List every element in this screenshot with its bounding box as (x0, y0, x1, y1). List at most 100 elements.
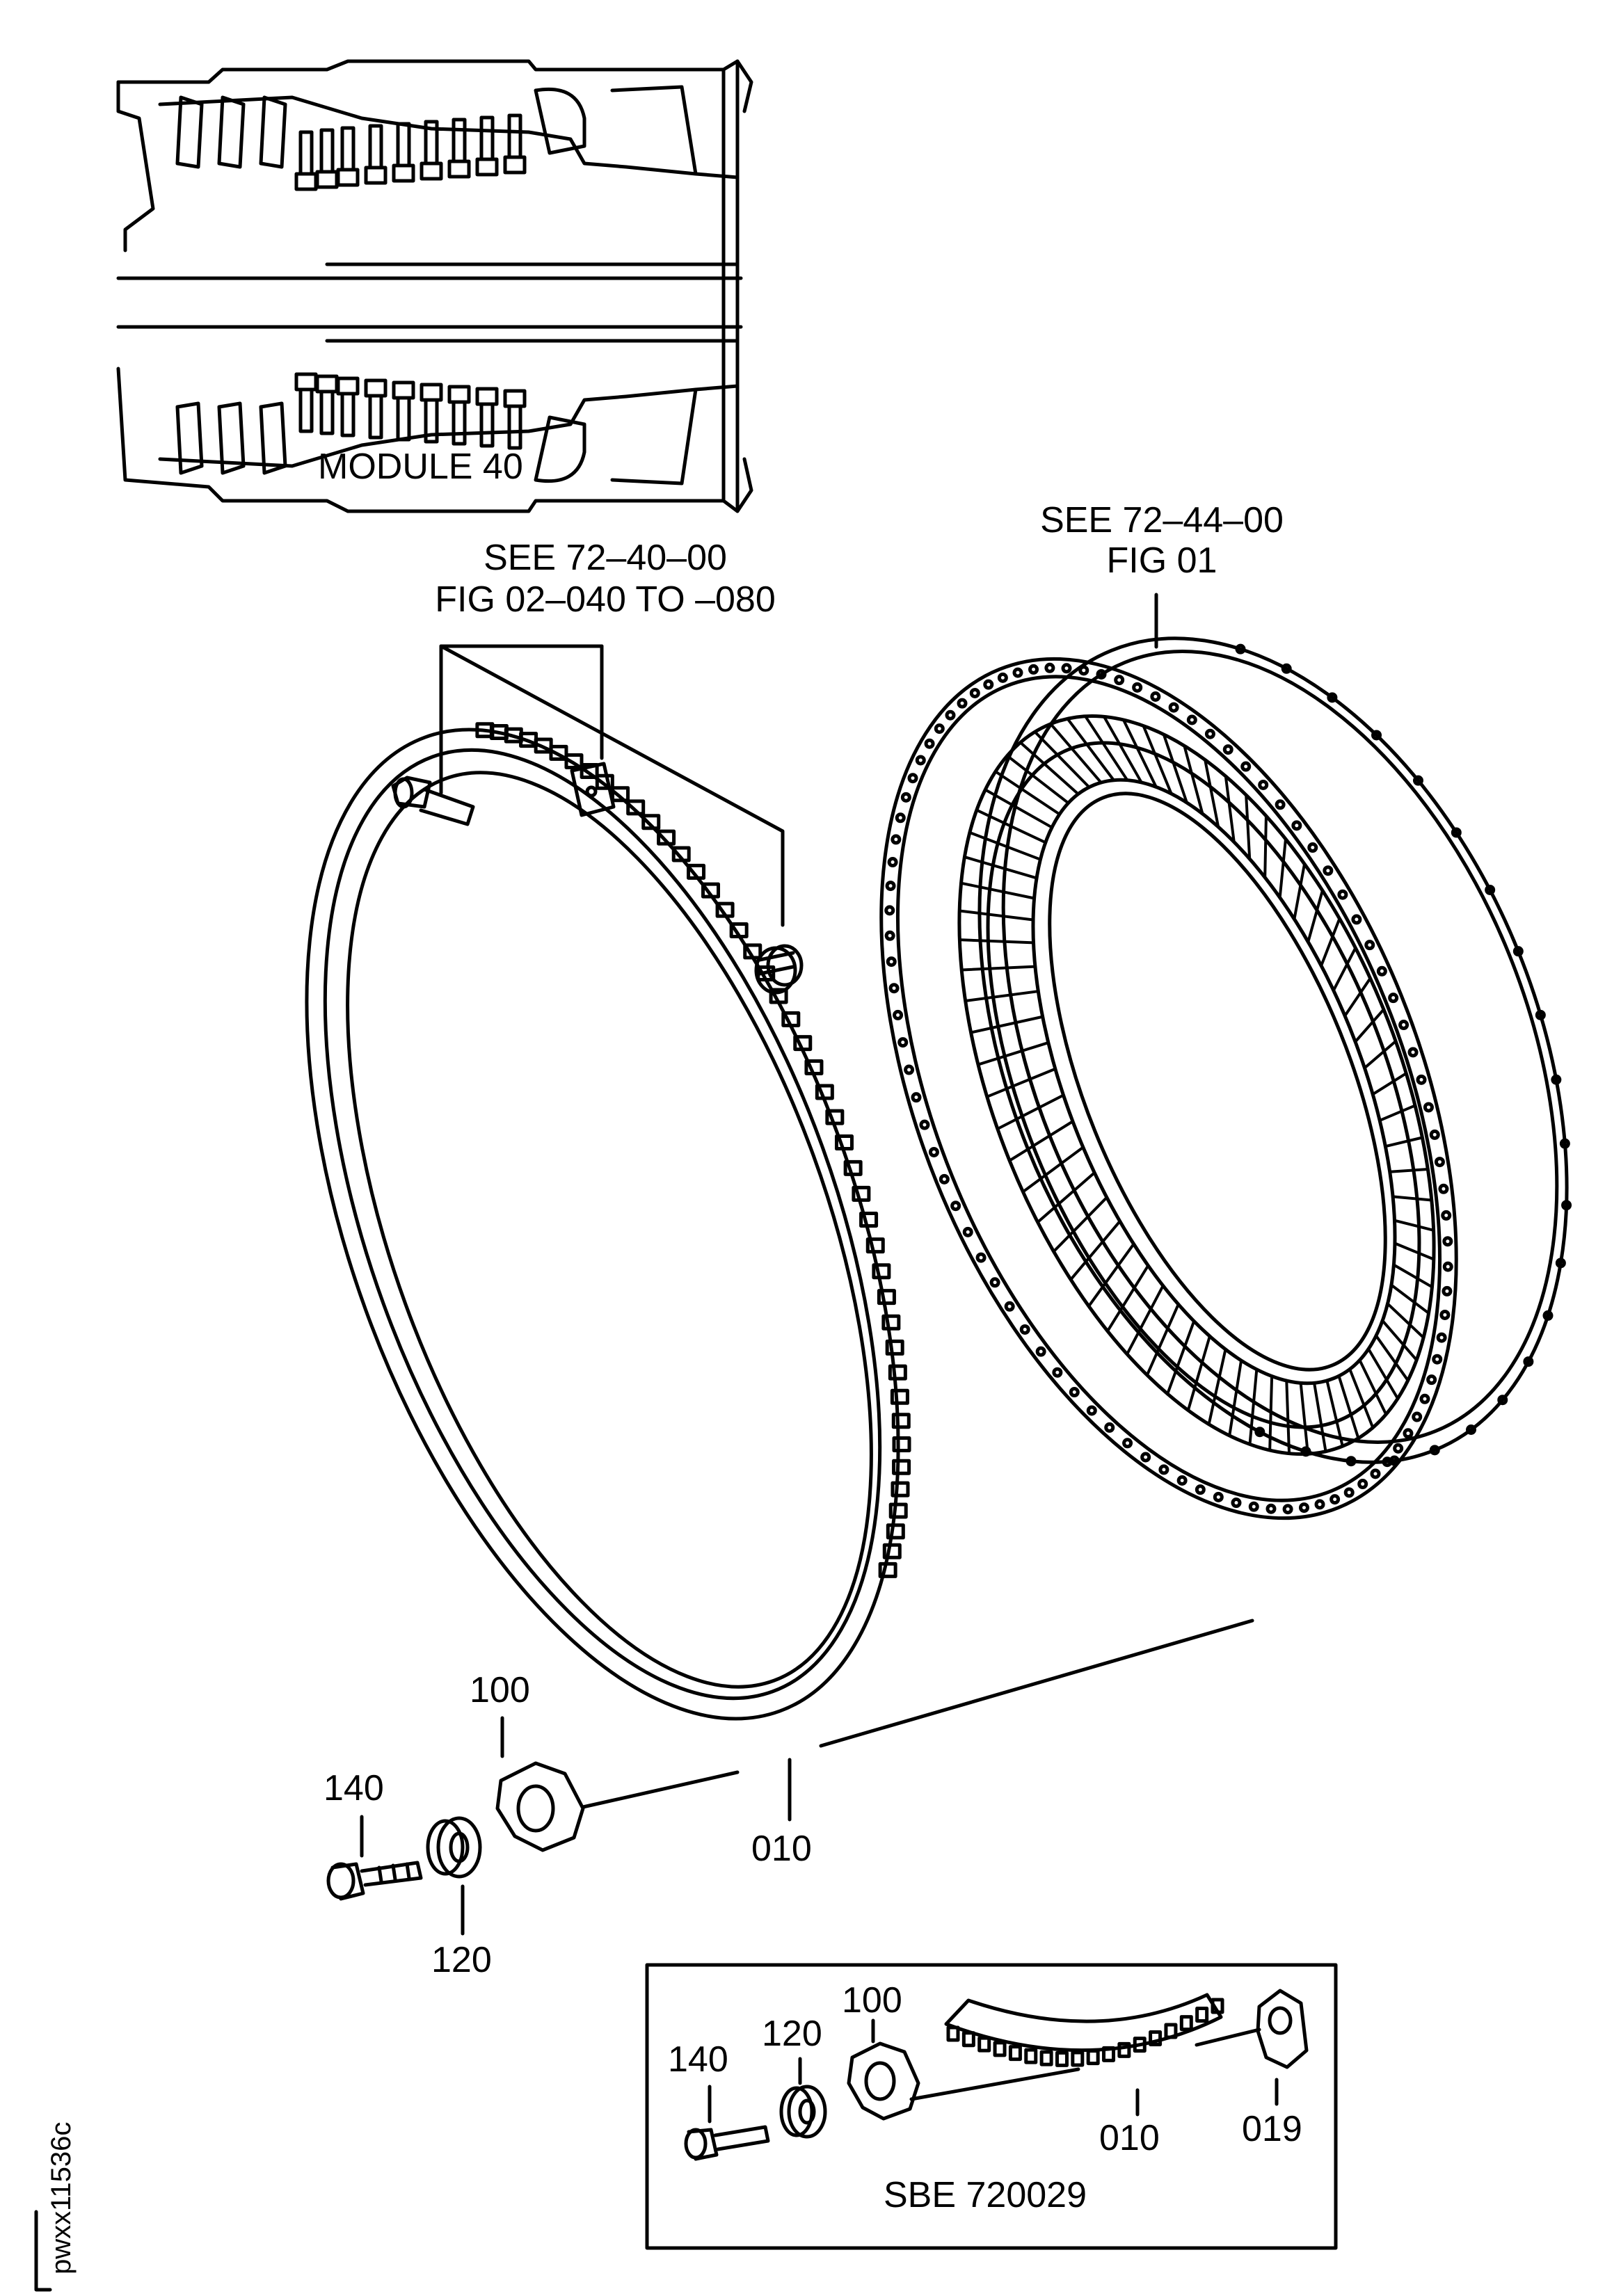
module-blade-root-upper (503, 155, 527, 175)
flange-hole (1158, 1464, 1169, 1475)
stator-vane (1384, 1136, 1424, 1148)
stator-vane (1320, 917, 1341, 968)
stator-vane (1036, 1171, 1096, 1224)
flange-hole (907, 773, 918, 784)
rear-flange-hole (1300, 1446, 1311, 1457)
module-blade-upper (396, 122, 411, 168)
inset-callout-010: 010 (1099, 2118, 1160, 2158)
callout-120: 120 (431, 1940, 492, 1980)
module-blade-lower (319, 390, 335, 435)
flange-hole (1291, 820, 1302, 831)
inset-callout-120: 120 (762, 2014, 822, 2054)
rear-flange-hole (1412, 775, 1423, 786)
module-blade-lower (479, 402, 495, 448)
stator-vane (1299, 1381, 1309, 1456)
module-blade-root-lower (364, 378, 388, 398)
module-fan-vane (259, 401, 287, 475)
stator-vane (1392, 1263, 1434, 1289)
inset-tooth (1149, 2030, 1163, 2046)
flange-hole (1213, 1491, 1224, 1502)
inset-tooth (1008, 2045, 1022, 2062)
inset-ring-segment (944, 1993, 1224, 2067)
rear-flange-hole (1327, 692, 1338, 703)
stator-vane (1285, 1379, 1291, 1455)
stator-vane (1183, 744, 1204, 816)
ring-tooth (611, 786, 630, 803)
ring-tooth (888, 1364, 907, 1381)
flange-hole (957, 698, 968, 709)
flange-hole (1096, 668, 1107, 680)
inset-bolt-140 (684, 2125, 770, 2161)
flange-hole (1275, 799, 1286, 810)
retainer-100 (495, 1761, 585, 1852)
module-blade-upper (340, 126, 356, 172)
flange-hole (1150, 691, 1161, 702)
inset-callout-100: 100 (842, 1980, 902, 2021)
module-blade-root-lower (392, 380, 415, 400)
flange-hole (1442, 1285, 1453, 1296)
flange-hole (1442, 1261, 1453, 1272)
module-blade-root-upper (392, 163, 415, 183)
callout-100: 100 (470, 1670, 530, 1710)
stator-vane (1389, 1283, 1430, 1315)
inset-tooth (977, 2036, 991, 2053)
ring-tooth (715, 901, 735, 918)
stator-vane (1391, 1195, 1433, 1202)
flange-hole (904, 1064, 915, 1075)
module-blade-lower (396, 396, 411, 442)
module-fan-vane (175, 95, 204, 169)
inset-tooth (1039, 2050, 1053, 2066)
flange-hole (969, 687, 980, 698)
inset-frame (645, 1963, 1338, 2250)
flange-hole (1035, 1346, 1046, 1357)
callout-010: 010 (751, 1829, 812, 1869)
inset-tooth (1195, 2006, 1209, 2023)
rear-flange-hole (1561, 1200, 1572, 1211)
flange-hole (1069, 1387, 1080, 1398)
flange-hole (1364, 940, 1375, 951)
flange-hole (1442, 1236, 1453, 1247)
flange-hole (928, 1146, 939, 1157)
stator-vane (1084, 714, 1129, 782)
flange-hole (1398, 1020, 1410, 1031)
flange-hole (1416, 1074, 1427, 1085)
stator-vane (959, 881, 1036, 900)
module-blade-lower (507, 404, 522, 450)
flange-hole (962, 1226, 973, 1237)
flange-hole (997, 672, 1008, 683)
stator-vane (963, 856, 1039, 880)
flange-hole (1028, 664, 1039, 675)
stator-vane (1224, 775, 1236, 844)
flange-hole (1412, 1411, 1423, 1422)
ring-tooth (891, 1481, 910, 1498)
ring-tooth (843, 1159, 863, 1176)
stator-vane (960, 965, 1037, 972)
detail-nut (754, 944, 804, 995)
inset-callout-140: 140 (668, 2039, 728, 2080)
module-blade-upper (368, 124, 383, 170)
ring-tooth (825, 1109, 845, 1125)
flange-hole (1240, 761, 1252, 772)
ring-tooth (891, 1413, 911, 1429)
ring-tooth (881, 1314, 901, 1331)
stator-vane (1393, 1242, 1435, 1261)
flange-hole (1044, 662, 1055, 673)
flange-hole (1323, 865, 1334, 876)
flange-hole (885, 881, 896, 892)
module-blade-upper (298, 130, 314, 176)
flange-hole (1314, 1499, 1325, 1510)
rear-flange-hole (1512, 946, 1524, 957)
stator-vane (1228, 1358, 1243, 1437)
ring-tooth (687, 863, 706, 880)
stator-vane (1374, 1334, 1410, 1382)
ring-tooth (859, 1212, 879, 1228)
stator-vane (1102, 715, 1143, 784)
flange-hole (1086, 1405, 1097, 1416)
flange-hole (1307, 842, 1318, 853)
stator-vane (968, 830, 1042, 861)
flange-hole (1438, 1183, 1449, 1194)
inset-bracket-019 (1256, 1989, 1309, 2069)
ring-tooth (892, 1436, 911, 1452)
stator-vane (1343, 977, 1372, 1018)
